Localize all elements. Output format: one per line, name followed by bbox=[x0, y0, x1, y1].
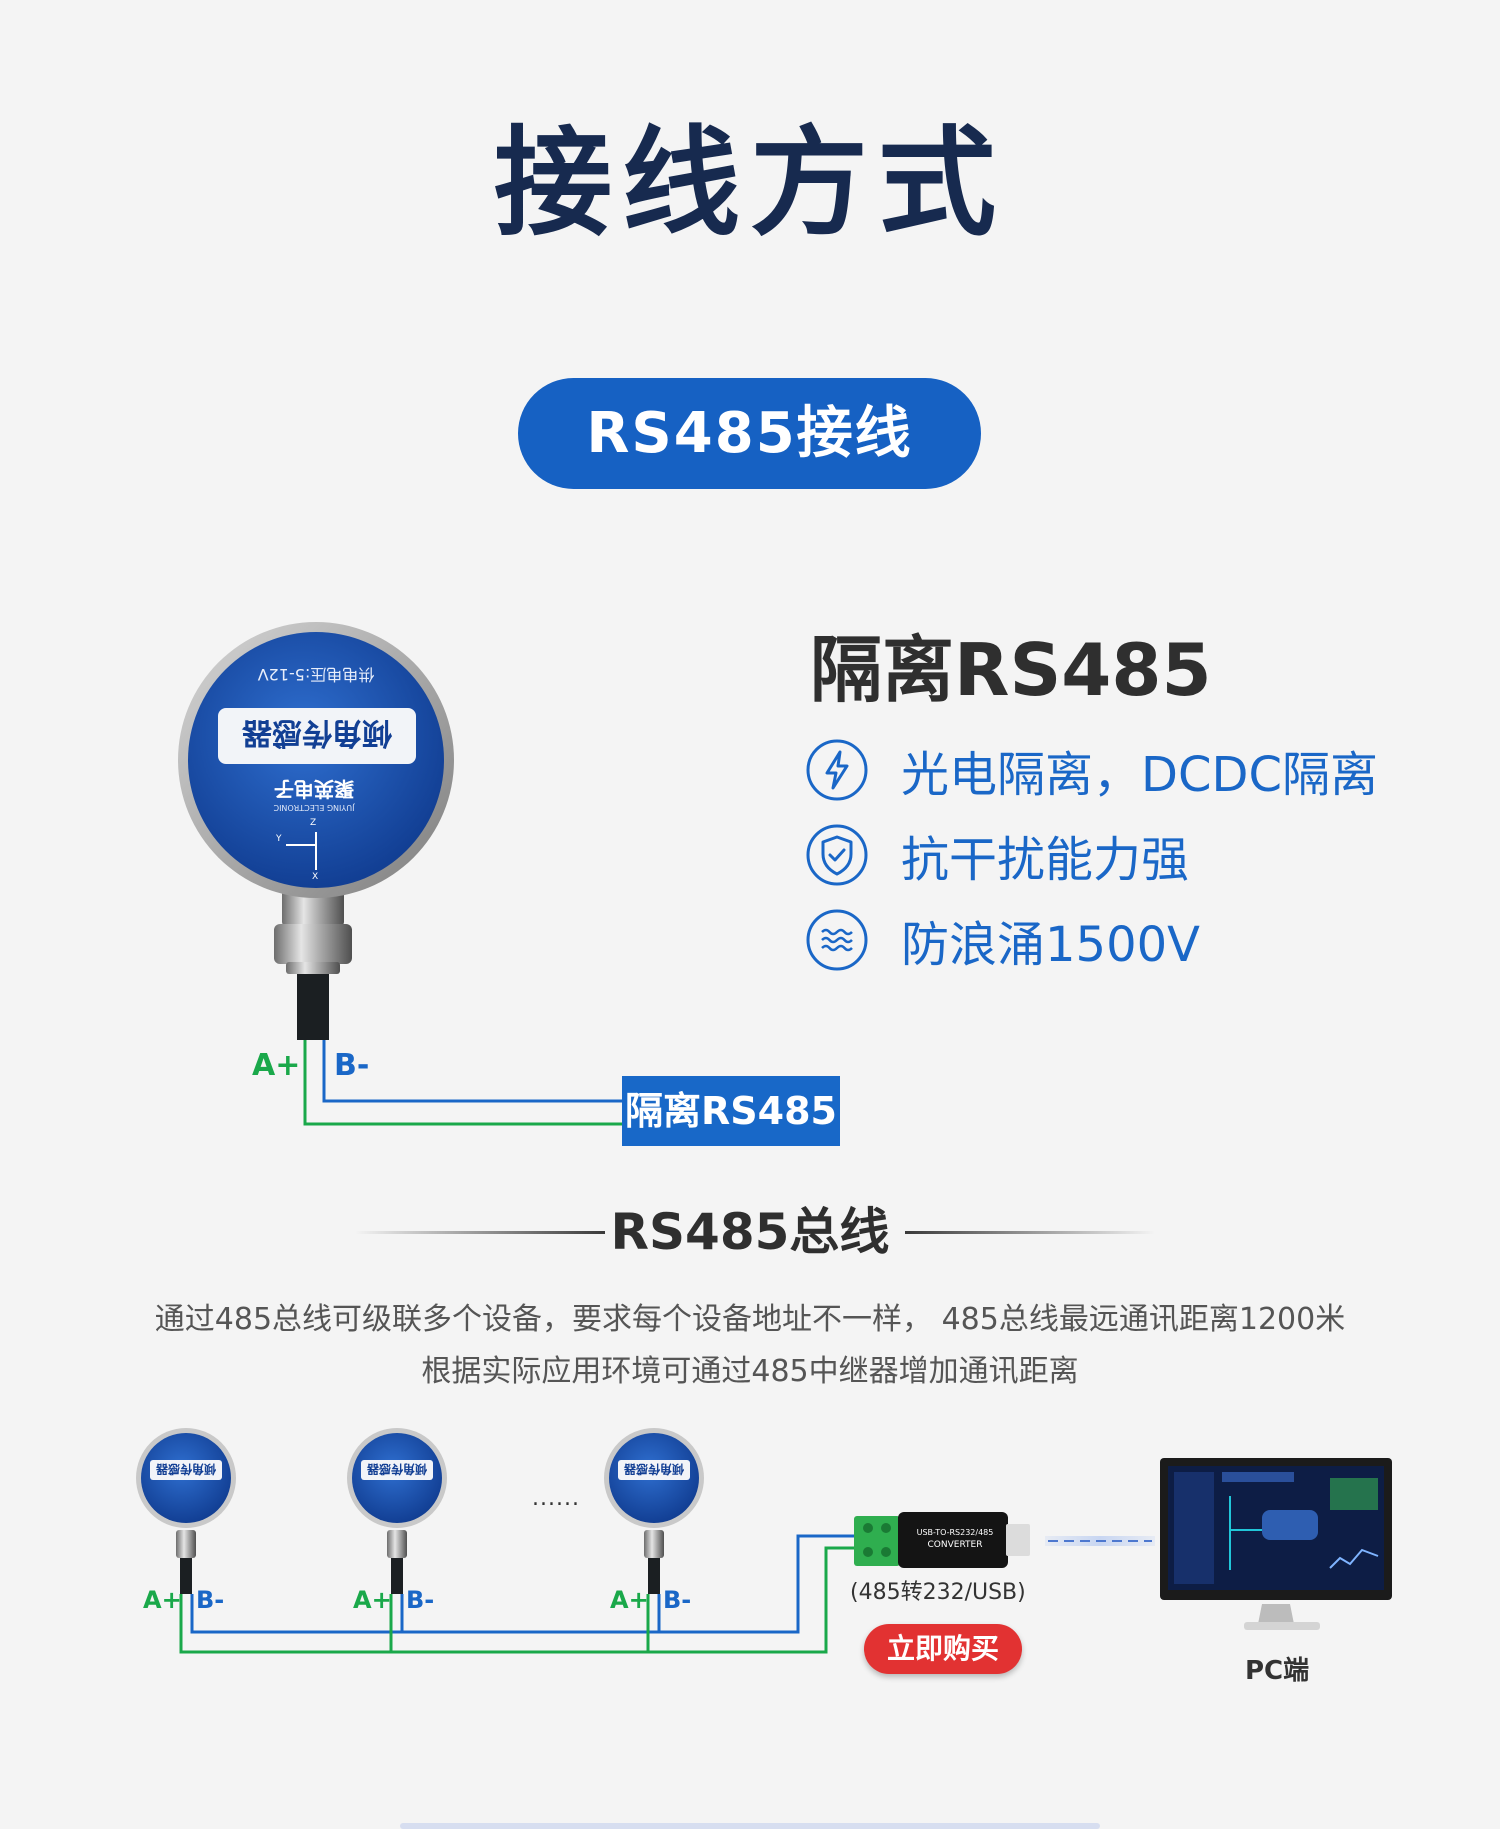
axis-label-z: Z bbox=[310, 818, 317, 828]
converter-text-line1: USB-TO-RS232/485 bbox=[916, 1528, 994, 1537]
lightning-icon bbox=[806, 739, 868, 801]
feature-text: 防浪涌1500V bbox=[901, 917, 1200, 973]
wire-b-label: B- bbox=[334, 1048, 370, 1083]
sensor-body bbox=[178, 622, 454, 898]
bus-title-line-left bbox=[355, 1231, 605, 1234]
pc-label: PC端 bbox=[1245, 1656, 1310, 1686]
isolated-rs485-box: 隔离RS485 bbox=[622, 1076, 840, 1146]
bus-sensor-label: 倾角传感器 bbox=[367, 1462, 428, 1477]
bus-wire-a-label: A+ bbox=[143, 1586, 182, 1614]
wire-a-label: A+ bbox=[252, 1048, 301, 1083]
bus-description-line2: 根据实际应用环境可通过485中继器增加通讯距离 bbox=[421, 1354, 1079, 1389]
shield-check-icon bbox=[806, 824, 868, 886]
bus-sensor-2 bbox=[347, 1428, 447, 1594]
rs485-wiring-diagram bbox=[178, 622, 622, 1126]
bottom-divider bbox=[400, 1823, 1100, 1829]
bus-wire-a-label: A+ bbox=[353, 1586, 392, 1614]
feature-item: 抗干扰能力强 bbox=[805, 821, 1189, 889]
bus-sensor-3 bbox=[604, 1428, 704, 1594]
sensor-label: 倾角传感器 bbox=[242, 715, 392, 750]
bus-wire-b-label: B- bbox=[406, 1586, 435, 1614]
axis-marker bbox=[286, 822, 326, 878]
bus-wire-b-label: B- bbox=[663, 1586, 692, 1614]
section-pill-rs485: RS485接线 bbox=[518, 378, 981, 489]
waves-icon bbox=[806, 909, 868, 971]
sensor-brand-en: JUYING ELECTRONIC bbox=[273, 803, 355, 812]
axis-label-y: Y bbox=[276, 834, 282, 844]
feature-item: 防浪涌1500V bbox=[805, 906, 1200, 974]
sensor-brand: 聚英电子 bbox=[274, 777, 354, 801]
bus-wire-a-label: A+ bbox=[610, 1586, 649, 1614]
more-devices-ellipsis: ...... bbox=[532, 1486, 580, 1511]
pc-monitor bbox=[1160, 1458, 1392, 1630]
buy-now-button[interactable]: 立即购买 bbox=[864, 1624, 1022, 1674]
feature-text: 抗干扰能力强 bbox=[901, 832, 1190, 888]
bus-sensor-label: 倾角传感器 bbox=[624, 1462, 685, 1477]
page-title: 接线方式 bbox=[493, 114, 1006, 252]
feature-item: 光电隔离，DCDC隔离 bbox=[805, 736, 1378, 804]
converter-text-line2: CONVERTER bbox=[927, 1540, 983, 1550]
feature-heading: 隔离RS485 bbox=[810, 628, 1212, 712]
cable-gland bbox=[274, 890, 352, 974]
wire-a-plus bbox=[303, 1040, 622, 1126]
rs485-bus-diagram bbox=[136, 1428, 1392, 1654]
bus-wire-b-label: B- bbox=[196, 1586, 225, 1614]
bus-wire-b bbox=[190, 1534, 862, 1634]
usb-rs485-converter bbox=[854, 1512, 1030, 1568]
bus-title: RS485总线 bbox=[610, 1203, 890, 1261]
bus-title-line-right bbox=[905, 1231, 1155, 1234]
sensor-voltage-text: 供电电压:5-12V bbox=[257, 665, 375, 684]
bus-description-line1: 通过485总线可级联多个设备，要求每个设备地址不一样， 485总线最远通讯距离1… bbox=[154, 1302, 1346, 1337]
converter-caption: (485转232/USB) bbox=[850, 1580, 1026, 1605]
bus-sensor-label: 倾角传感器 bbox=[156, 1462, 217, 1477]
axis-label-x: X bbox=[312, 872, 319, 882]
bus-sensor-1 bbox=[136, 1428, 236, 1594]
bus-wire-a bbox=[179, 1546, 862, 1654]
wire-b-minus bbox=[322, 1040, 622, 1103]
feature-text: 光电隔离，DCDC隔离 bbox=[901, 747, 1378, 803]
